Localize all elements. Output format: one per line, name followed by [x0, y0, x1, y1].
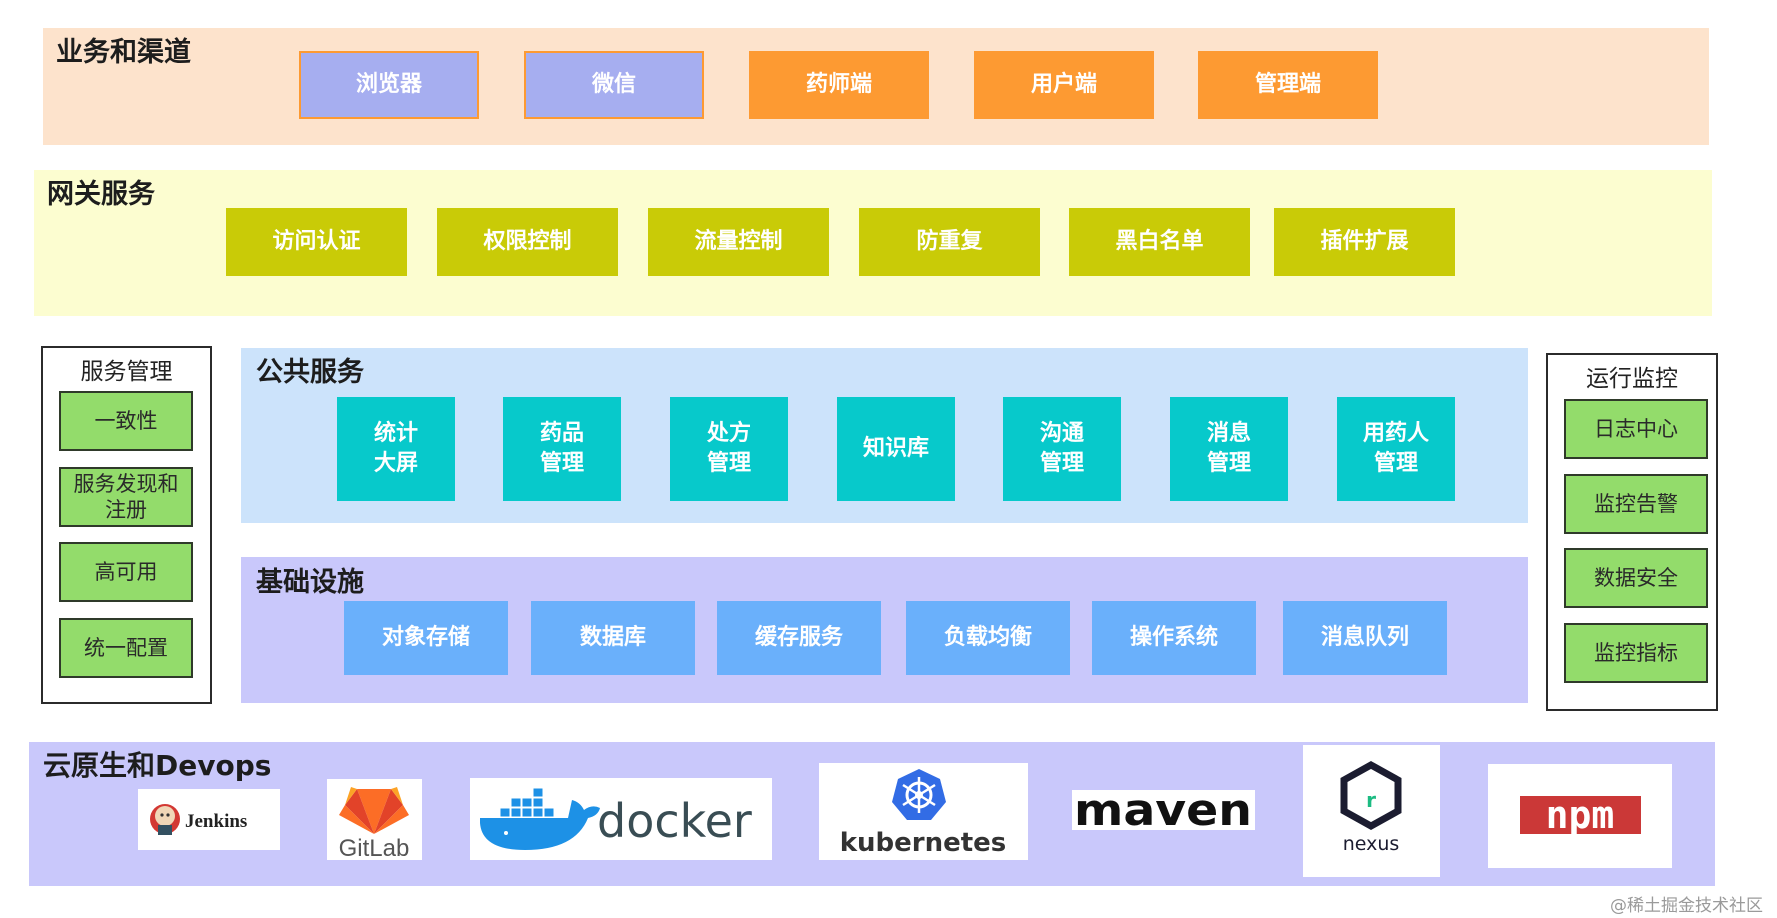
gateway-dedupe: 防重复	[859, 208, 1040, 276]
gateway-auth: 访问认证	[226, 208, 407, 276]
infra-cache: 缓存服务	[717, 601, 881, 675]
public-patient-mgmt: 用药人 管理	[1337, 397, 1455, 501]
channels-title: 业务和渠道	[56, 37, 191, 68]
maven-logo: maven	[1072, 790, 1255, 830]
monitor-data-security: 数据安全	[1564, 548, 1708, 608]
gateway-traffic: 流量控制	[648, 208, 829, 276]
infra-os: 操作系统	[1092, 601, 1256, 675]
npm-wordmark: npm	[1546, 793, 1615, 837]
public-communication-mgmt: 沟通 管理	[1003, 397, 1121, 501]
public-drug-mgmt: 药品 管理	[503, 397, 621, 501]
public-knowledge-base: 知识库	[837, 397, 955, 501]
jenkins-wordmark: Jenkins	[185, 811, 247, 832]
service-mgmt-title: 服务管理	[80, 359, 173, 385]
nexus-logo: r nexus	[1303, 745, 1440, 877]
gitlab-wordmark: GitLab	[339, 835, 410, 860]
watermark: @稀土掘金技术社区	[1610, 896, 1763, 916]
channel-admin: 管理端	[1198, 51, 1378, 119]
npm-logo: npm	[1488, 764, 1672, 868]
channel-wechat: 微信	[524, 51, 704, 119]
monitoring-title: 运行监控	[1586, 366, 1678, 392]
svc-discovery: 服务发现和 注册	[59, 467, 193, 527]
monitor-metrics: 监控指标	[1564, 623, 1708, 683]
kubernetes-wordmark: kubernetes	[840, 828, 1007, 858]
service-mgmt-panel: 服务管理 一致性服务发现和 注册高可用统一配置	[41, 346, 212, 704]
docker-logo: docker	[470, 778, 772, 860]
monitor-alerts: 监控告警	[1564, 474, 1708, 534]
devops-title: 云原生和Devops	[43, 749, 272, 782]
monitoring-panel: 运行监控 日志中心监控告警数据安全监控指标	[1546, 353, 1718, 711]
docker-wordmark: docker	[597, 794, 752, 848]
svc-high-availability: 高可用	[59, 542, 193, 602]
gitlab-logo: GitLab	[327, 779, 422, 860]
jenkins-logo: Jenkins	[138, 789, 280, 850]
kubernetes-logo: kubernetes	[819, 763, 1028, 860]
gateway-title: 网关服务	[47, 179, 155, 210]
svc-consistency: 一致性	[59, 391, 193, 451]
public-prescription-mgmt: 处方 管理	[670, 397, 788, 501]
channel-browser: 浏览器	[299, 51, 479, 119]
infra-object-storage: 对象存储	[344, 601, 508, 675]
public-services-title: 公共服务	[256, 357, 364, 388]
channel-pharmacist: 药师端	[749, 51, 929, 119]
public-message-mgmt: 消息 管理	[1170, 397, 1288, 501]
svg-text:r: r	[1366, 788, 1376, 812]
public-stats-screen: 统计 大屏	[337, 397, 455, 501]
svc-unified-config: 统一配置	[59, 618, 193, 678]
infra-message-queue: 消息队列	[1283, 601, 1447, 675]
monitor-log-center: 日志中心	[1564, 399, 1708, 459]
channel-user: 用户端	[974, 51, 1154, 119]
maven-wordmark: maven	[1074, 790, 1252, 830]
infrastructure-title: 基础设施	[256, 567, 364, 598]
gateway-permission: 权限控制	[437, 208, 618, 276]
gateway-plugin: 插件扩展	[1274, 208, 1455, 276]
nexus-wordmark: nexus	[1343, 833, 1400, 855]
infra-database: 数据库	[531, 601, 695, 675]
infra-load-balancer: 负载均衡	[906, 601, 1070, 675]
gateway-blacklist: 黑白名单	[1069, 208, 1250, 276]
